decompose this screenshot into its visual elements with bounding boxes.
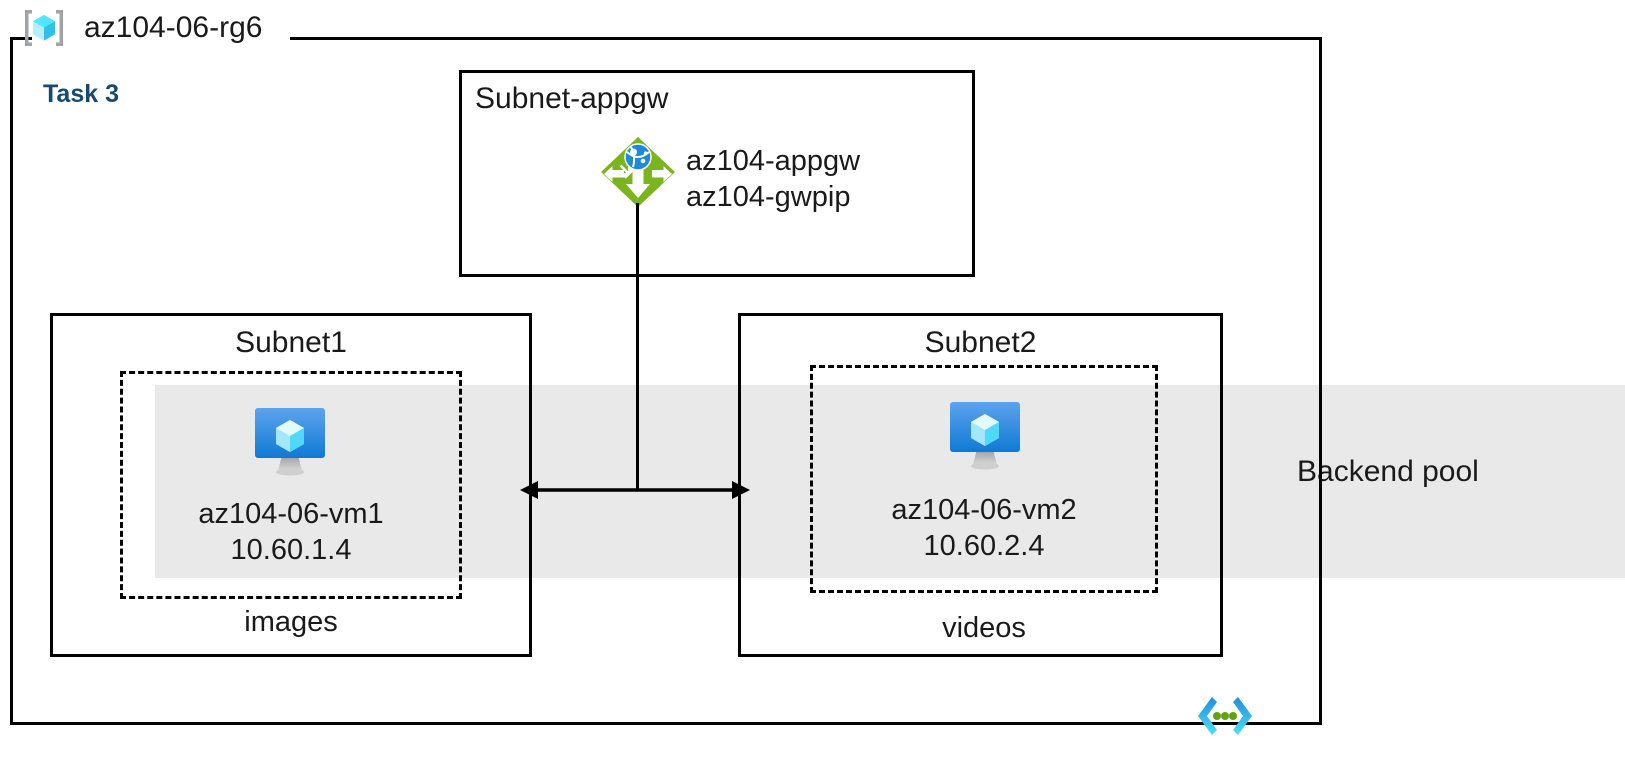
application-gateway-labels: az104-appgw az104-gwpip <box>686 143 860 216</box>
virtual-machine-icon <box>947 399 1023 472</box>
resource-group-icon <box>22 6 66 50</box>
resource-group-border-right <box>1319 37 1322 725</box>
resource-group-label: az104-06-rg6 <box>84 11 263 44</box>
vm2-name: az104-06-vm2 <box>891 494 1077 526</box>
subnet1-title: Subnet1 <box>235 326 347 359</box>
backend-pool-band <box>155 385 1625 578</box>
subnet2-vm-labels: az104-06-vm2 10.60.2.4 <box>810 492 1158 565</box>
application-gateway-icon <box>600 136 676 208</box>
subnet2-vm-group <box>810 365 1158 593</box>
resource-group-border-left <box>10 37 13 725</box>
subnet-connector-arrow <box>520 470 750 510</box>
gwpip-name: az104-gwpip <box>686 181 851 214</box>
vm1-ip: 10.60.1.4 <box>230 534 352 567</box>
appgw-name: az104-appgw <box>686 145 861 177</box>
subnet1-storage-label: images <box>244 606 338 638</box>
resource-group-border-top-right <box>290 37 1322 40</box>
subnet2-title: Subnet2 <box>924 326 1037 359</box>
backend-pool-label: Backend pool <box>1297 455 1479 488</box>
vm2-ip: 10.60.2.4 <box>923 530 1045 563</box>
subnet1-box <box>50 313 532 657</box>
subnet2-storage-label: videos <box>942 612 1026 644</box>
subnet-appgw-title: Subnet-appgw <box>475 82 669 115</box>
virtual-network-icon <box>1196 694 1254 738</box>
vm1-name: az104-06-vm1 <box>198 498 384 530</box>
subnet1-vm-labels: az104-06-vm1 10.60.1.4 <box>120 496 462 569</box>
resource-group-border-bottom <box>10 722 1322 725</box>
gateway-connector-line <box>636 203 639 490</box>
task-label: Task 3 <box>43 80 119 108</box>
resource-group-border-top-left <box>10 37 32 40</box>
subnet-appgw-box <box>459 70 975 277</box>
subnet1-vm-group <box>120 371 462 599</box>
virtual-machine-icon <box>252 405 328 478</box>
subnet2-box <box>738 313 1223 657</box>
